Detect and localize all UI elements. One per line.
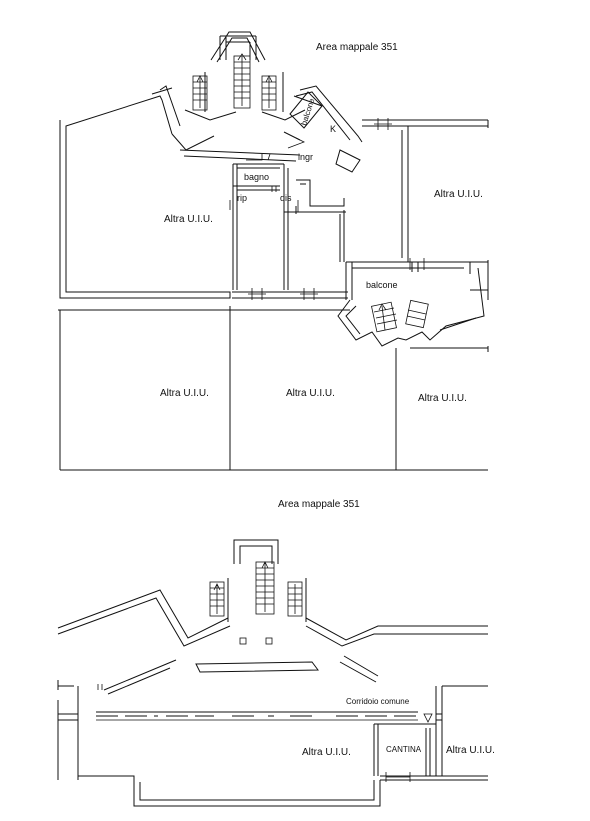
upper-floor-plan: Area mappale 351 balcone K ingr bagno ri… [58,31,489,471]
lower-area-label: Area mappale 351 [278,499,360,510]
other-unit-east-label: Altra U.I.U. [434,189,483,200]
upper-outer-walls [59,85,489,300]
lower-other-unit-center-label: Altra U.I.U. [302,747,351,758]
common-corridor-label: Corridoio comune [346,697,410,706]
hallway-label: dis [280,193,292,203]
other-unit-south-center-label: Altra U.I.U. [286,388,335,399]
other-unit-west-label: Altra U.I.U. [164,214,213,225]
storage-label: rip [237,193,247,203]
lower-stair-tower [209,539,307,645]
upper-north-balcony [289,91,323,129]
upper-area-label: Area mappale 351 [316,42,398,53]
upper-lower-units-grid [58,120,489,471]
lower-interior-walls [58,655,443,782]
cellar-label: CANTINA [386,745,422,754]
bathroom-label: bagno [244,172,269,182]
entrance-label: ingr [298,152,313,162]
kitchen-label: K [330,124,336,134]
lower-outer-walls [57,589,488,807]
upper-balcony-bottom-label: balcone [366,280,398,290]
upper-openings [229,118,425,300]
upper-south-balconies [337,262,485,347]
upper-interior-walls [179,95,361,290]
lower-floor-plan: Area mappale 351 Corridoio comune CANTIN… [57,499,495,807]
other-unit-south-east-label: Altra U.I.U. [418,393,467,404]
other-unit-south-west-label: Altra U.I.U. [160,388,209,399]
upper-stair-tower [184,31,306,121]
lower-other-unit-east-label: Altra U.I.U. [446,745,495,756]
